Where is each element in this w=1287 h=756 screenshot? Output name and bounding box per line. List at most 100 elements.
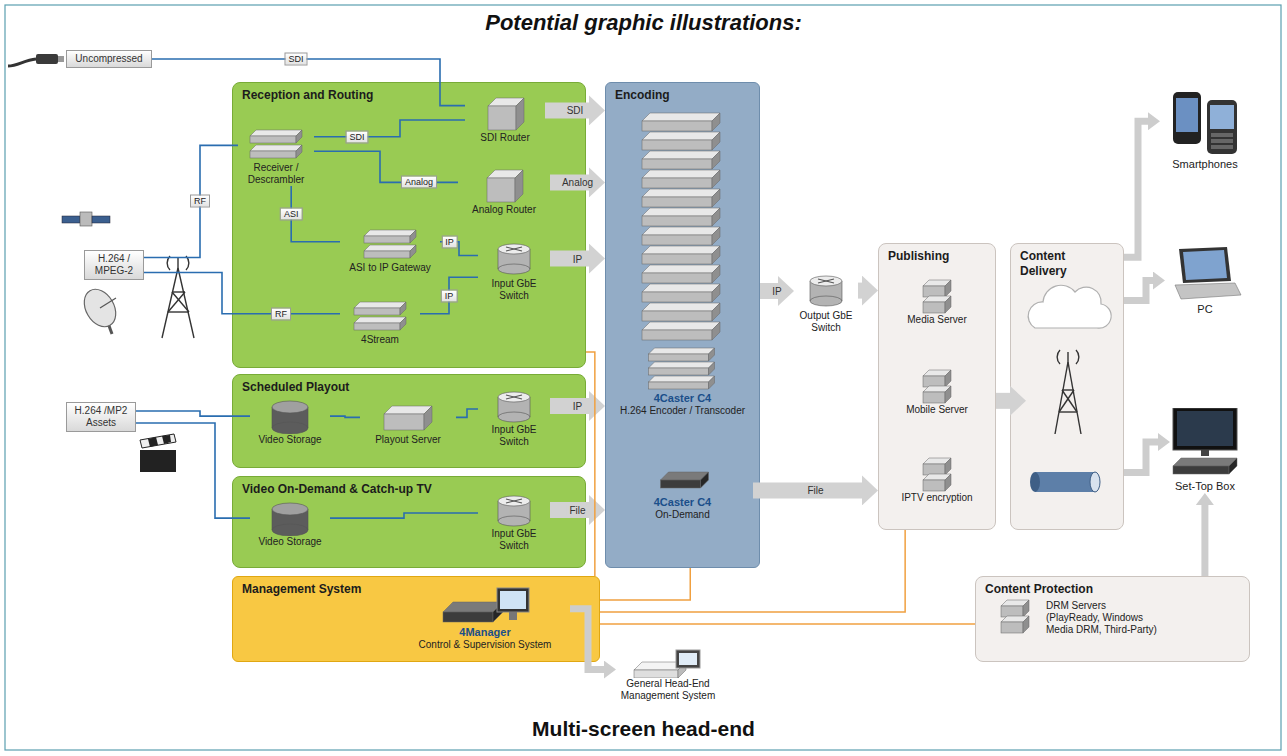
clapperboard-icon (140, 434, 176, 472)
flow-arrow (550, 398, 589, 414)
equipment-node: SDI Router (465, 96, 545, 144)
signal-label: Analog (401, 176, 437, 189)
signal-wire (330, 513, 478, 518)
signal-wire (144, 273, 340, 314)
signal-label: SDI (345, 130, 368, 143)
equipment-node: Receiver / Descrambler (238, 128, 314, 186)
flow-arrow (550, 251, 589, 267)
dish-icon (78, 284, 122, 334)
antenna-tower-icon (1055, 350, 1081, 434)
signal-label: File (804, 485, 826, 496)
equipment-node: Media Server (897, 278, 977, 326)
equipment-node: Input GbE Switch (478, 240, 550, 302)
signal-label: File (566, 505, 588, 516)
figure-caption: Multi-screen head-end (532, 717, 755, 741)
od-icon (612, 470, 753, 496)
node-label: H.264 /MP2 Assets (71, 405, 131, 429)
pair-icon (897, 368, 977, 404)
pair-icon (897, 456, 977, 492)
panel-region: Management System4ManagerControl & Super… (232, 576, 600, 662)
node-label: Input GbE Switch (478, 528, 550, 552)
panel-heading: Content Protection (985, 582, 1240, 597)
node-label: DRM Servers (PlayReady, Windows Media DR… (1046, 600, 1160, 636)
panel-region: Content Delivery (1010, 243, 1124, 530)
figure-frame (5, 5, 1281, 750)
node-label: Playout Server (360, 434, 456, 446)
source-tag: Uncompressed (66, 50, 152, 68)
signal-label: IP (570, 401, 585, 412)
node-label: Video Storage (250, 536, 330, 548)
source-tag: H.264 / MPEG-2 (84, 250, 144, 280)
panel-heading: Management System (242, 582, 590, 597)
product-node: 4Caster C4H.264 Encoder / Transcoder (612, 346, 753, 417)
flat2-icon (238, 128, 314, 162)
cloud-icon (1028, 285, 1111, 328)
panel-art (606, 83, 759, 567)
flow-arrow (1124, 121, 1148, 257)
panel-region: PublishingMedia ServerMobile ServerIPTV … (878, 243, 996, 530)
panel-heading: Publishing (888, 249, 986, 264)
panel-heading: Encoding (615, 88, 750, 103)
signal-label: IP (769, 285, 784, 296)
equipment-node: IPTV encryption (897, 456, 977, 504)
disk-icon (250, 502, 330, 536)
device-node: Set-Top Box (1158, 408, 1252, 493)
node-label: Mobile Server (897, 404, 977, 416)
pair-icon (990, 598, 1040, 638)
control-line (586, 352, 595, 576)
satellite-icon (62, 212, 110, 226)
panel-heading: Reception and Routing (242, 88, 576, 103)
equipment-node: General Head-End Management System (616, 648, 720, 702)
equipment-node: Output GbE Switch (794, 272, 858, 334)
panel-heading: Content Delivery (1020, 249, 1114, 279)
node-label: Output GbE Switch (794, 310, 858, 334)
node-label: General Head-End Management System (616, 678, 720, 702)
panel-region: Encoding 4Caster C4H.264 Encoder / Transc… (605, 82, 760, 568)
node-sublabel: On-Demand (612, 509, 753, 521)
flow-arrow (1124, 442, 1158, 473)
signal-wire (330, 416, 360, 417)
signal-wire (136, 411, 250, 416)
node-label: Media Server (897, 314, 977, 326)
node-label: Smartphones (1160, 158, 1250, 171)
signal-wire (314, 120, 465, 137)
node-label: ASI to IP Gateway (340, 262, 440, 274)
panel-region: Content ProtectionDRM Servers (PlayReady… (975, 576, 1250, 662)
switch-icon (478, 388, 550, 424)
equipment-node: 4Stream (340, 300, 420, 346)
laptop-icon (1165, 245, 1245, 303)
signal-wire (144, 145, 238, 257)
node-label: Receiver / Descrambler (238, 162, 314, 186)
node-label: Input GbE Switch (478, 278, 550, 302)
source-tag: H.264 /MP2 Assets (66, 402, 136, 432)
cable-pipe-icon (1030, 472, 1100, 492)
panel-heading: Scheduled Playout (242, 380, 576, 395)
node-label: Input GbE Switch (478, 424, 550, 448)
flat2-icon (340, 228, 440, 262)
signal-wire (420, 277, 478, 314)
node-sublabel: H.264 Encoder / Transcoder (612, 405, 753, 417)
product-node: 4ManagerControl & Supervision System (400, 586, 570, 651)
signal-wire (456, 409, 478, 417)
control-line (600, 623, 975, 625)
encoder-rack (642, 113, 720, 340)
stack3-icon (612, 346, 753, 392)
node-label: Set-Top Box (1158, 480, 1252, 493)
flow-arrow (858, 283, 862, 299)
flow-arrow (545, 102, 589, 118)
flow-arrow (570, 609, 604, 670)
equipment-node: Mobile Server (897, 368, 977, 416)
node-label: SDI Router (465, 132, 545, 144)
panel-region: Reception and RoutingReceiver / Descramb… (232, 82, 586, 368)
node-label: H.264 / MPEG-2 (89, 253, 139, 277)
signal-label: RF (190, 195, 210, 208)
equipment-node: Input GbE Switch (478, 492, 550, 552)
flow-arrow (1124, 281, 1153, 301)
device-node: PC (1165, 245, 1245, 316)
antenna-tower-icon (162, 256, 194, 338)
control-line (600, 568, 690, 600)
equipment-node: Playout Server (360, 402, 456, 446)
control-line (600, 530, 905, 612)
node-label: Video Storage (250, 434, 330, 446)
node-sublabel: Control & Supervision System (400, 639, 570, 651)
